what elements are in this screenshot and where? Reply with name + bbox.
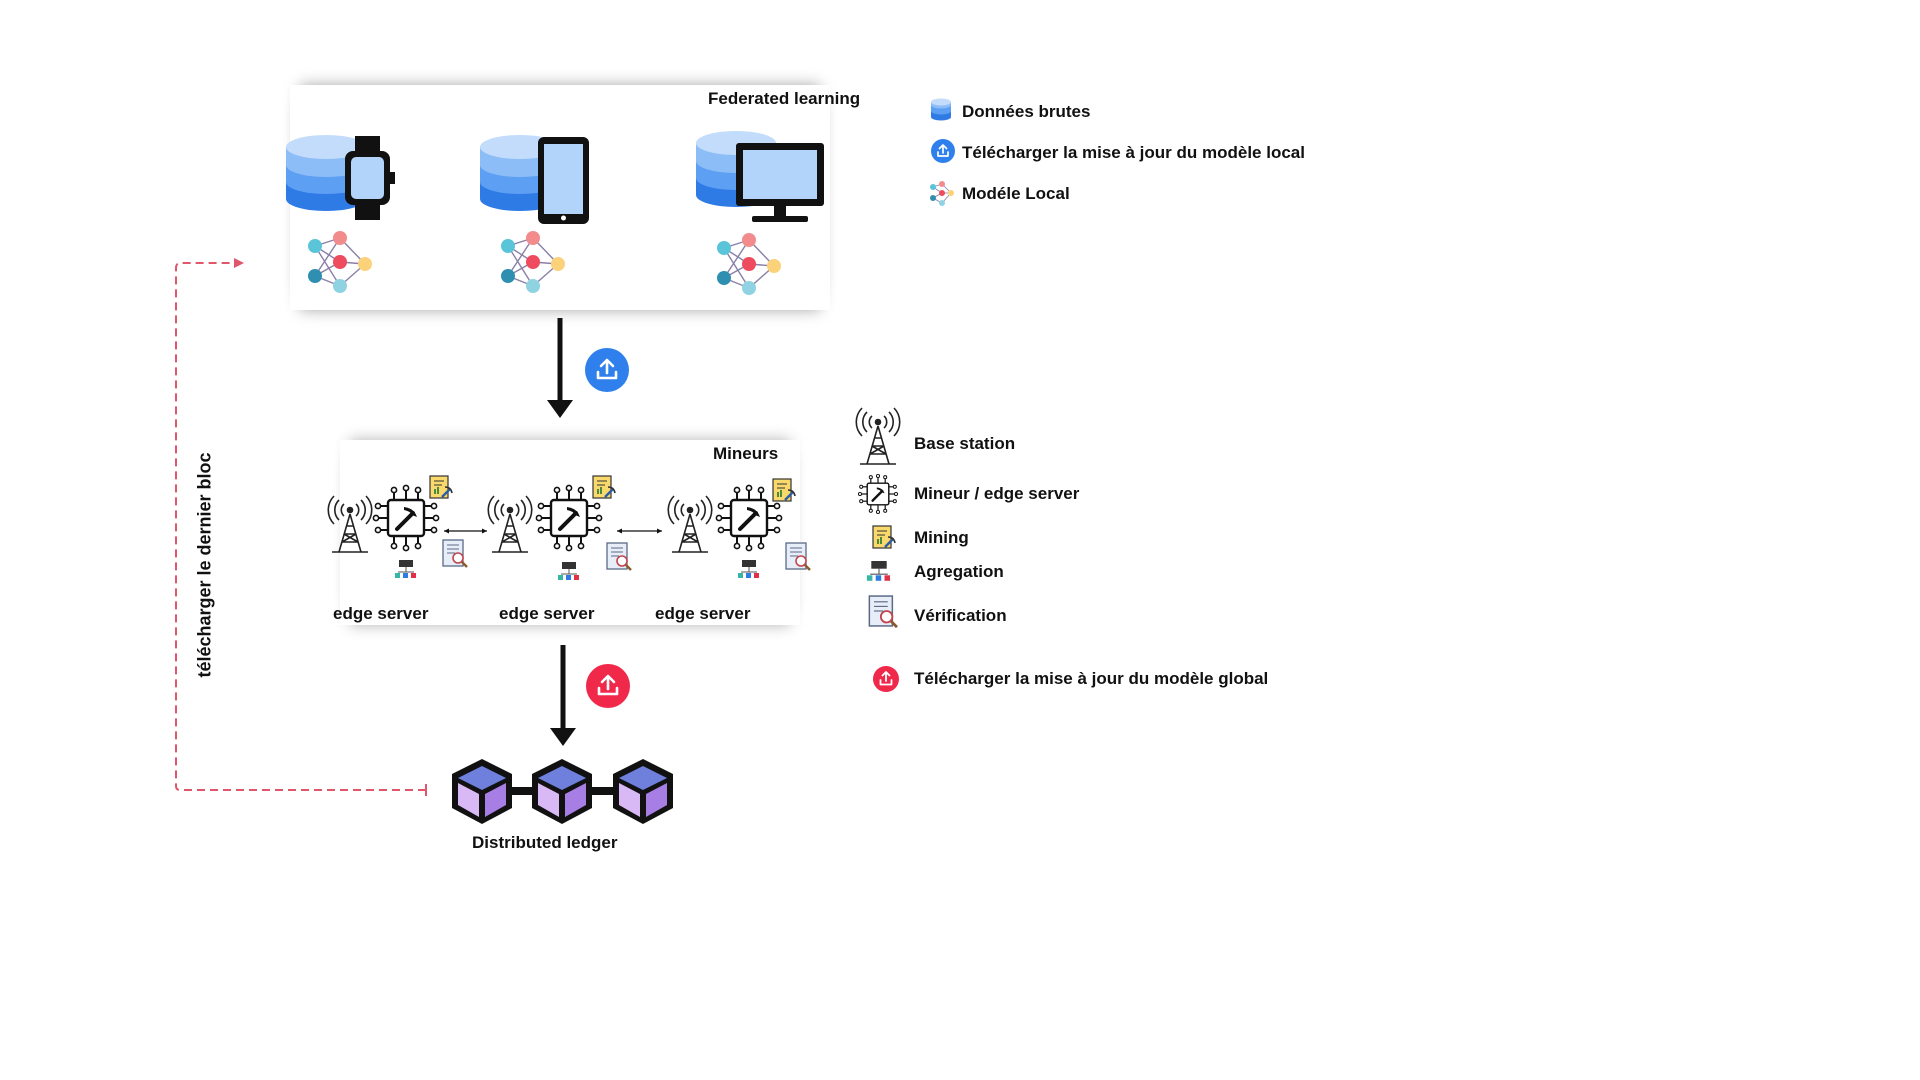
upload-blue-icon xyxy=(931,139,955,163)
legend-verification: Vérification xyxy=(914,606,1007,625)
legend-local-upload: Télécharger la mise à jour du modèle loc… xyxy=(962,143,1305,162)
base-station-icon xyxy=(855,407,901,465)
legend-global-upload: Télécharger la mise à jour du modèle glo… xyxy=(914,669,1269,688)
aggregation-icon xyxy=(866,560,891,582)
federated-learning-title: Federated learning xyxy=(708,89,861,108)
blockchain-icon xyxy=(452,759,673,824)
edge-server-label: edge server xyxy=(499,604,595,623)
database-icon xyxy=(931,98,951,121)
neural-network-icon xyxy=(930,181,954,206)
verification-icon xyxy=(867,594,899,629)
download-latest-block-label: télécharger le dernier bloc xyxy=(194,452,215,678)
legend-miner: Mineur / edge server xyxy=(914,484,1080,503)
mining-icon xyxy=(871,524,897,550)
edge-server-links xyxy=(444,528,662,534)
legend-aggregation: Agregation xyxy=(914,562,1004,581)
smartwatch-icon xyxy=(345,136,395,220)
device-group-smartphone xyxy=(480,135,589,294)
edge-server-label: edge server xyxy=(655,604,751,623)
smartphone-icon xyxy=(538,137,589,224)
upload-red-icon xyxy=(873,666,899,692)
monitor-icon xyxy=(736,143,824,222)
legend-mining: Mining xyxy=(914,528,969,547)
edge-server-label: edge server xyxy=(333,604,429,623)
legend-local-model: Modéle Local xyxy=(962,184,1070,203)
device-group-monitor xyxy=(696,131,824,296)
legend-raw-data: Données brutes xyxy=(962,102,1091,121)
upload-blue-icon xyxy=(585,348,629,392)
distributed-ledger-label: Distributed ledger xyxy=(472,833,618,852)
upload-red-icon xyxy=(586,664,630,708)
arrow-down-to-miners xyxy=(547,318,576,746)
miners-title: Mineurs xyxy=(713,444,779,463)
legend-base-station: Base station xyxy=(914,434,1016,453)
miner-chip-icon xyxy=(857,473,899,515)
download-latest-block-path xyxy=(175,258,427,796)
device-group-smartwatch xyxy=(286,135,395,294)
